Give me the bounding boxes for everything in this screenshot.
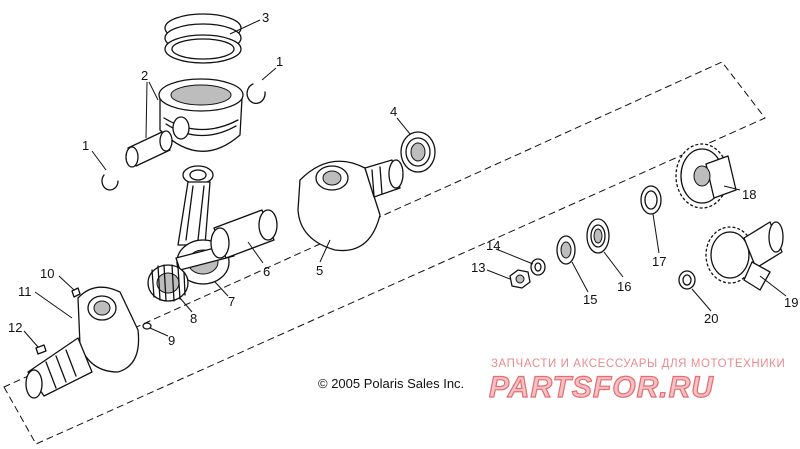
key-small bbox=[35, 344, 47, 355]
callout-14: 14 bbox=[486, 238, 500, 253]
crank-pin bbox=[210, 209, 278, 259]
callout-8: 8 bbox=[190, 311, 197, 326]
callout-13: 13 bbox=[471, 260, 485, 275]
callout-16: 16 bbox=[617, 279, 631, 294]
balance-shaft-gear bbox=[705, 221, 784, 291]
leader-lines bbox=[23, 19, 787, 348]
callout-labels: 3 2 1 1 4 5 6 7 8 9 10 11 12 13 14 15 16… bbox=[8, 10, 798, 348]
callout-3: 3 bbox=[262, 10, 269, 25]
callout-15: 15 bbox=[583, 292, 597, 307]
assembly-boundary bbox=[3, 61, 766, 445]
thrust-washer bbox=[678, 270, 696, 290]
watermark-tagline: ЗАПЧАСТИ И АКСЕССУАРЫ ДЛЯ МОТОТЕХНИКИ bbox=[491, 358, 785, 370]
copyright-notice: © 2005 Polaris Sales Inc. bbox=[318, 376, 464, 391]
shim bbox=[640, 185, 662, 215]
callout-19: 19 bbox=[784, 295, 798, 310]
crankshaft-half-right bbox=[297, 159, 404, 252]
callout-10: 10 bbox=[40, 266, 54, 281]
callout-6: 6 bbox=[263, 264, 270, 279]
washer bbox=[530, 258, 546, 276]
watermark-logo: PARTSFOR.RU bbox=[489, 371, 714, 404]
bearing-race bbox=[586, 218, 610, 254]
dowel-pin bbox=[142, 322, 152, 330]
nut bbox=[509, 269, 531, 289]
connecting-rod bbox=[175, 165, 235, 285]
callout-11: 11 bbox=[18, 284, 32, 299]
callout-4: 4 bbox=[390, 104, 397, 119]
ball-bearing bbox=[400, 131, 436, 173]
callout-12: 12 bbox=[8, 320, 22, 335]
callout-2: 2 bbox=[141, 68, 148, 83]
callout-18: 18 bbox=[742, 187, 756, 202]
callout-7: 7 bbox=[228, 294, 235, 309]
callout-17: 17 bbox=[652, 254, 666, 269]
crankshaft-half-left bbox=[25, 286, 140, 399]
callout-1-left: 1 bbox=[82, 138, 89, 153]
piston-rings bbox=[164, 13, 242, 64]
callout-20: 20 bbox=[704, 311, 718, 326]
callout-1-right: 1 bbox=[276, 54, 283, 69]
circlip-left bbox=[101, 174, 119, 191]
drive-gear bbox=[675, 143, 737, 209]
seal bbox=[556, 235, 576, 265]
piston-pin bbox=[125, 130, 173, 168]
circlip-right bbox=[246, 83, 266, 105]
callout-9: 9 bbox=[168, 333, 175, 348]
callout-5: 5 bbox=[316, 263, 323, 278]
needle-bearing bbox=[147, 264, 189, 302]
woodruff-key bbox=[71, 287, 81, 298]
